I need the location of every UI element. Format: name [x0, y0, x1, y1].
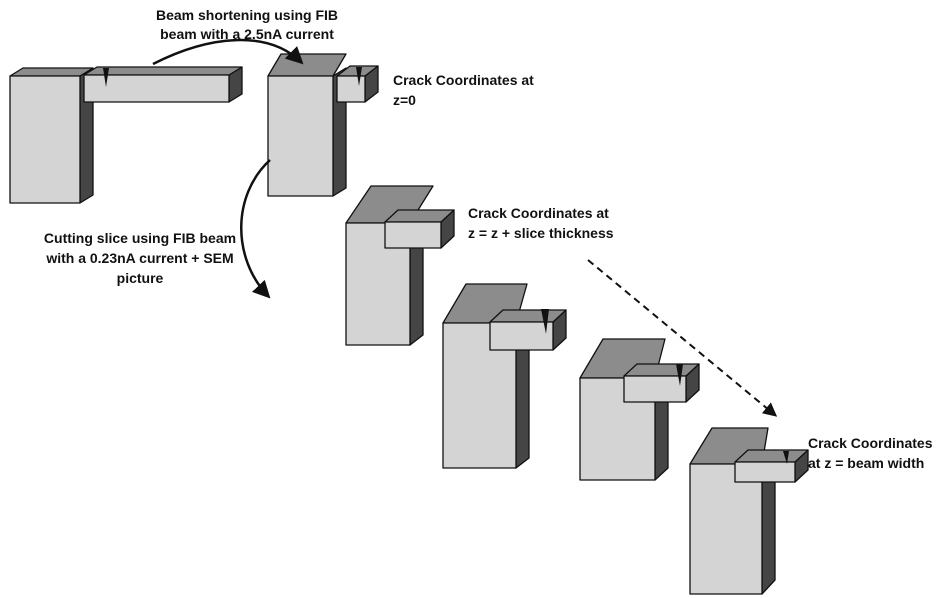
cutting-label-line-2: with a 0.23nA current + SEM — [45, 250, 233, 266]
crack-slice-label-line-1: Crack Coordinates at — [468, 205, 609, 221]
beam-shortening-arrow — [152, 38, 304, 66]
cutting-label-line-3: picture — [117, 270, 164, 286]
slice-cutting-arrow — [240, 159, 271, 299]
crack-mark — [356, 67, 362, 86]
crack-z0-label-line-1: Crack Coordinates at — [393, 72, 534, 88]
shortening-label-line-2: beam with a 2.5nA current — [160, 26, 334, 42]
final-specimen — [689, 427, 809, 595]
slice-specimen-1 — [345, 185, 455, 346]
crack-width-label-line-1: Crack Coordinates — [808, 435, 933, 451]
crack-mark — [783, 451, 789, 464]
crack-mark — [541, 309, 549, 334]
crack-mark — [676, 364, 683, 386]
crack-mark — [103, 68, 109, 87]
slice-specimen-2 — [442, 283, 567, 469]
slice-specimen-3 — [579, 338, 700, 481]
crack-width-label-line-2: at z = beam width — [808, 455, 924, 471]
shortening-label-line-1: Beam shortening using FIB — [156, 7, 338, 23]
initial-cantilever-specimen — [9, 66, 243, 204]
progression-dashed-arrow — [587, 259, 778, 417]
crack-z0-label-line-2: z=0 — [393, 92, 416, 108]
shortened-specimen — [267, 53, 379, 197]
cutting-label-line-1: Cutting slice using FIB beam — [44, 230, 236, 246]
crack-slice-label-line-2: z = z + slice thickness — [468, 225, 614, 241]
